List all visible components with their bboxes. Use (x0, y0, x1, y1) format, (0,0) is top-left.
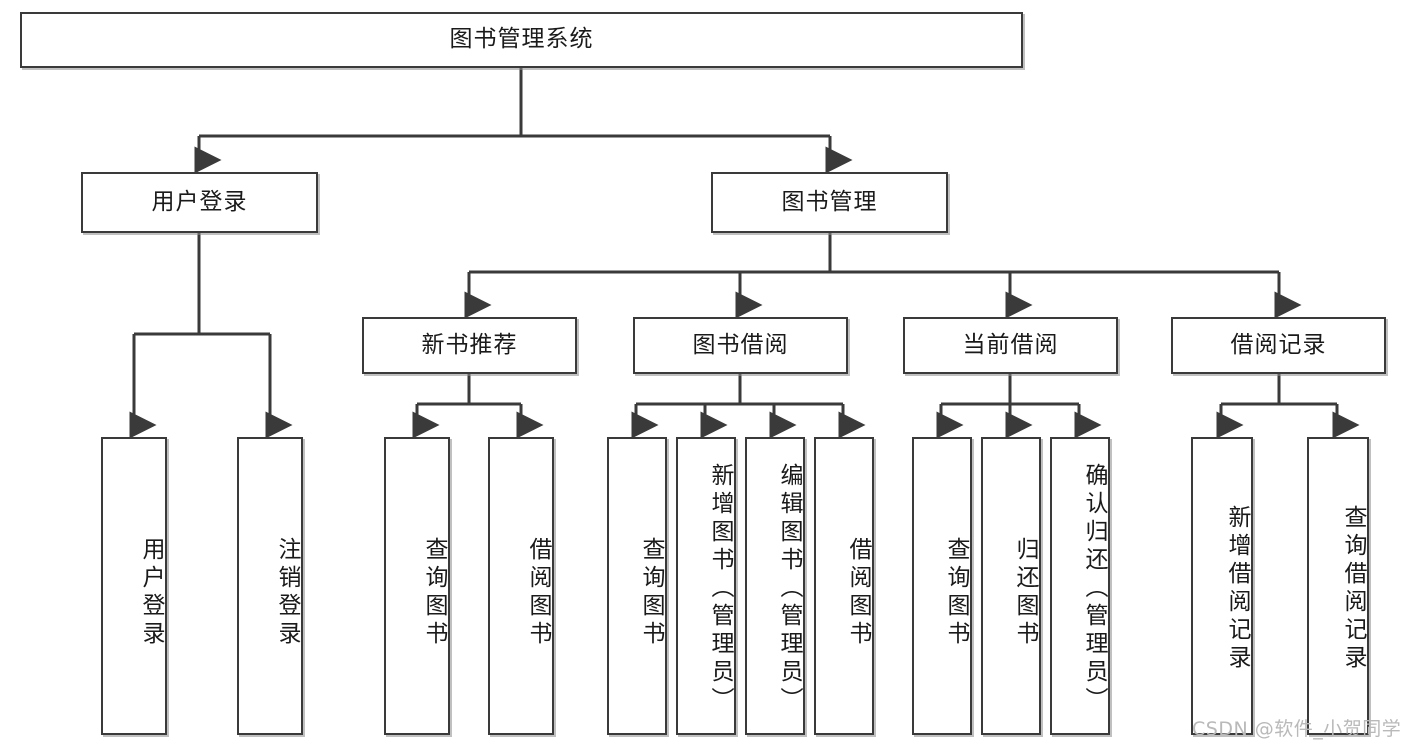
node-label: 注销登录 (274, 537, 300, 649)
node-label: 查询借阅记录 (1340, 505, 1366, 673)
node-leaf-edit-book-admin[interactable]: 编辑图书（管理员） (745, 437, 805, 735)
node-label: 编辑图书（管理员） (776, 463, 802, 715)
node-label: 借阅图书 (525, 537, 551, 649)
node-label: 查询图书 (421, 537, 447, 649)
node-root-book-management-system[interactable]: 图书管理系统 (20, 12, 1023, 68)
node-borrow-record[interactable]: 借阅记录 (1171, 317, 1386, 374)
node-label: 查询图书 (638, 537, 664, 649)
node-book-borrow[interactable]: 图书借阅 (633, 317, 848, 374)
node-book-management[interactable]: 图书管理 (711, 172, 948, 233)
node-label: 图书借阅 (692, 331, 789, 358)
node-leaf-borrow-book[interactable]: 借阅图书 (814, 437, 874, 735)
node-leaf-logout[interactable]: 注销登录 (237, 437, 303, 735)
csdn-watermark: CSDN @软件_小贺同学 (1192, 718, 1402, 740)
node-label: 新增借阅记录 (1224, 505, 1250, 673)
node-label: 用户登录 (151, 188, 248, 215)
node-label: 归还图书 (1012, 537, 1038, 649)
node-leaf-return-book[interactable]: 归还图书 (981, 437, 1041, 735)
node-label: 图书管理系统 (449, 26, 594, 53)
node-label: 当前借阅 (962, 331, 1059, 358)
node-leaf-confirm-return-admin[interactable]: 确认归还（管理员） (1050, 437, 1110, 735)
node-user-login[interactable]: 用户登录 (81, 172, 318, 233)
node-label: 图书管理 (781, 188, 878, 215)
node-label: 新增图书（管理员） (707, 463, 733, 715)
node-label: 借阅记录 (1230, 331, 1327, 358)
node-label: 确认归还（管理员） (1081, 463, 1107, 715)
node-leaf-query-book-current[interactable]: 查询图书 (912, 437, 972, 735)
node-label: 新书推荐 (421, 331, 518, 358)
node-leaf-add-borrow-record[interactable]: 新增借阅记录 (1191, 437, 1253, 735)
node-current-borrow[interactable]: 当前借阅 (903, 317, 1118, 374)
node-new-book-recommend[interactable]: 新书推荐 (362, 317, 577, 374)
node-label: 查询图书 (943, 537, 969, 649)
node-leaf-query-book-borrow[interactable]: 查询图书 (607, 437, 667, 735)
node-leaf-query-book-recommend[interactable]: 查询图书 (384, 437, 450, 735)
node-leaf-borrow-book-recommend[interactable]: 借阅图书 (488, 437, 554, 735)
node-label: 用户登录 (138, 537, 164, 649)
node-leaf-user-login[interactable]: 用户登录 (101, 437, 167, 735)
node-label: 借阅图书 (845, 537, 871, 649)
node-leaf-add-book-admin[interactable]: 新增图书（管理员） (676, 437, 736, 735)
node-leaf-query-borrow-record[interactable]: 查询借阅记录 (1307, 437, 1369, 735)
